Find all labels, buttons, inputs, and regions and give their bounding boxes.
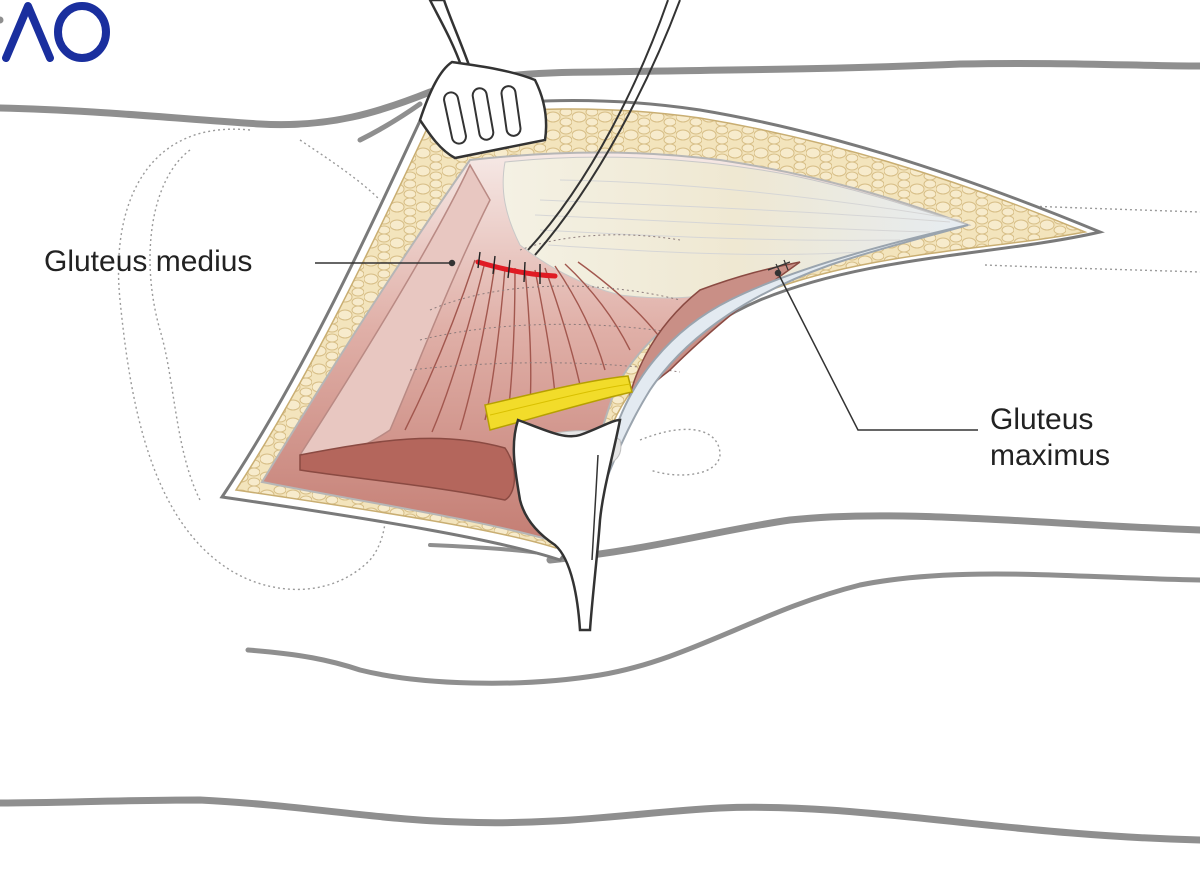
ao-logo-o bbox=[54, 2, 110, 62]
stay-suture bbox=[527, 0, 681, 256]
leader-lines bbox=[315, 259, 978, 431]
gluteus-maximus-line2: maximus bbox=[990, 439, 1111, 472]
gluteus-maximus-label: Gluteus maximus bbox=[990, 402, 1110, 474]
gluteus-maximus-line1: Gluteus bbox=[990, 403, 1094, 436]
tendon-release-marks bbox=[475, 251, 558, 284]
gluteus-medius-label: Gluteus medius bbox=[44, 244, 252, 280]
gluteus-medius-text: Gluteus medius bbox=[44, 245, 253, 278]
ao-logo-a bbox=[2, 2, 54, 62]
sciatic-nerve-fiber bbox=[489, 383, 631, 416]
ao-logo bbox=[2, 2, 110, 62]
dotted-landmarks bbox=[117, 128, 1200, 591]
gluteus-medius-edge bbox=[299, 437, 516, 501]
muscle-contours bbox=[409, 234, 691, 373]
fork-retractor bbox=[418, 0, 548, 160]
maximus-pointer-dot bbox=[774, 269, 782, 277]
sciatic-nerve bbox=[484, 375, 633, 431]
body-outline bbox=[0, 16, 1200, 844]
medius-pointer-dot bbox=[448, 259, 456, 267]
fascia-fibers bbox=[534, 179, 961, 255]
blunt-retractor bbox=[512, 418, 622, 632]
